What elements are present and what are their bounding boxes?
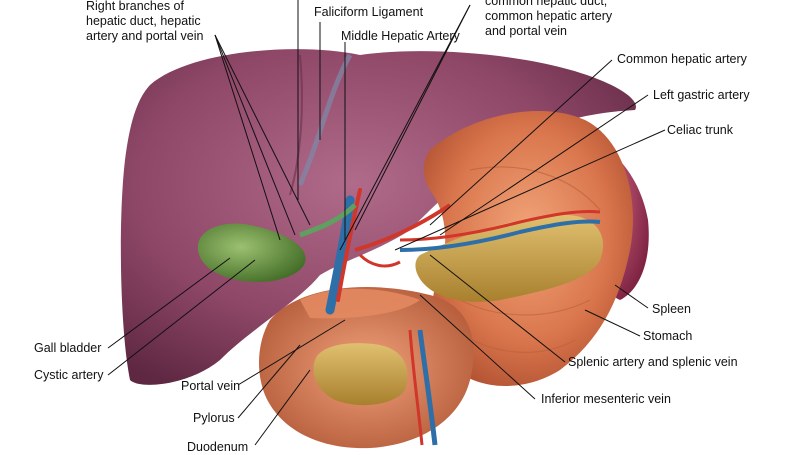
liver-fold (289, 54, 303, 196)
label-duodenum: Duodenum (187, 440, 249, 454)
label-portal-vein: Portal vein (181, 379, 241, 393)
label-middle-hepatic-artery: Middle Hepatic Artery (341, 29, 460, 43)
vessels (299, 188, 601, 446)
label-inferior-mesenteric-vein: Inferior mesenteric vein (541, 392, 671, 406)
label-spleen: Spleen (652, 302, 691, 316)
label-splenic-artery-vein: Splenic artery and splenic vein (568, 355, 738, 369)
label-right-branches: Right branches of hepatic duct, hepatic … (86, 0, 204, 43)
gall-bladder (197, 223, 306, 282)
label-cystic-artery: Cystic artery (34, 368, 104, 382)
falciform-ligament-band (297, 53, 353, 187)
label-stomach: Stomach (643, 329, 693, 343)
label-celiac-trunk: Celiac trunk (667, 123, 733, 137)
label-common-hepatic-artery: Common hepatic artery (617, 52, 747, 66)
label-faliciform-ligament: Faliciform Ligament (314, 5, 424, 19)
label-pylorus: Pylorus (193, 411, 235, 425)
label-gall-bladder: Gall bladder (34, 341, 102, 355)
label-common-duct: common hepatic duct, common hepatic arte… (485, 0, 613, 38)
label-left-gastric-artery: Left gastric artery (653, 88, 750, 102)
pancreas-head (313, 343, 408, 406)
leader-lines (107, 0, 666, 446)
